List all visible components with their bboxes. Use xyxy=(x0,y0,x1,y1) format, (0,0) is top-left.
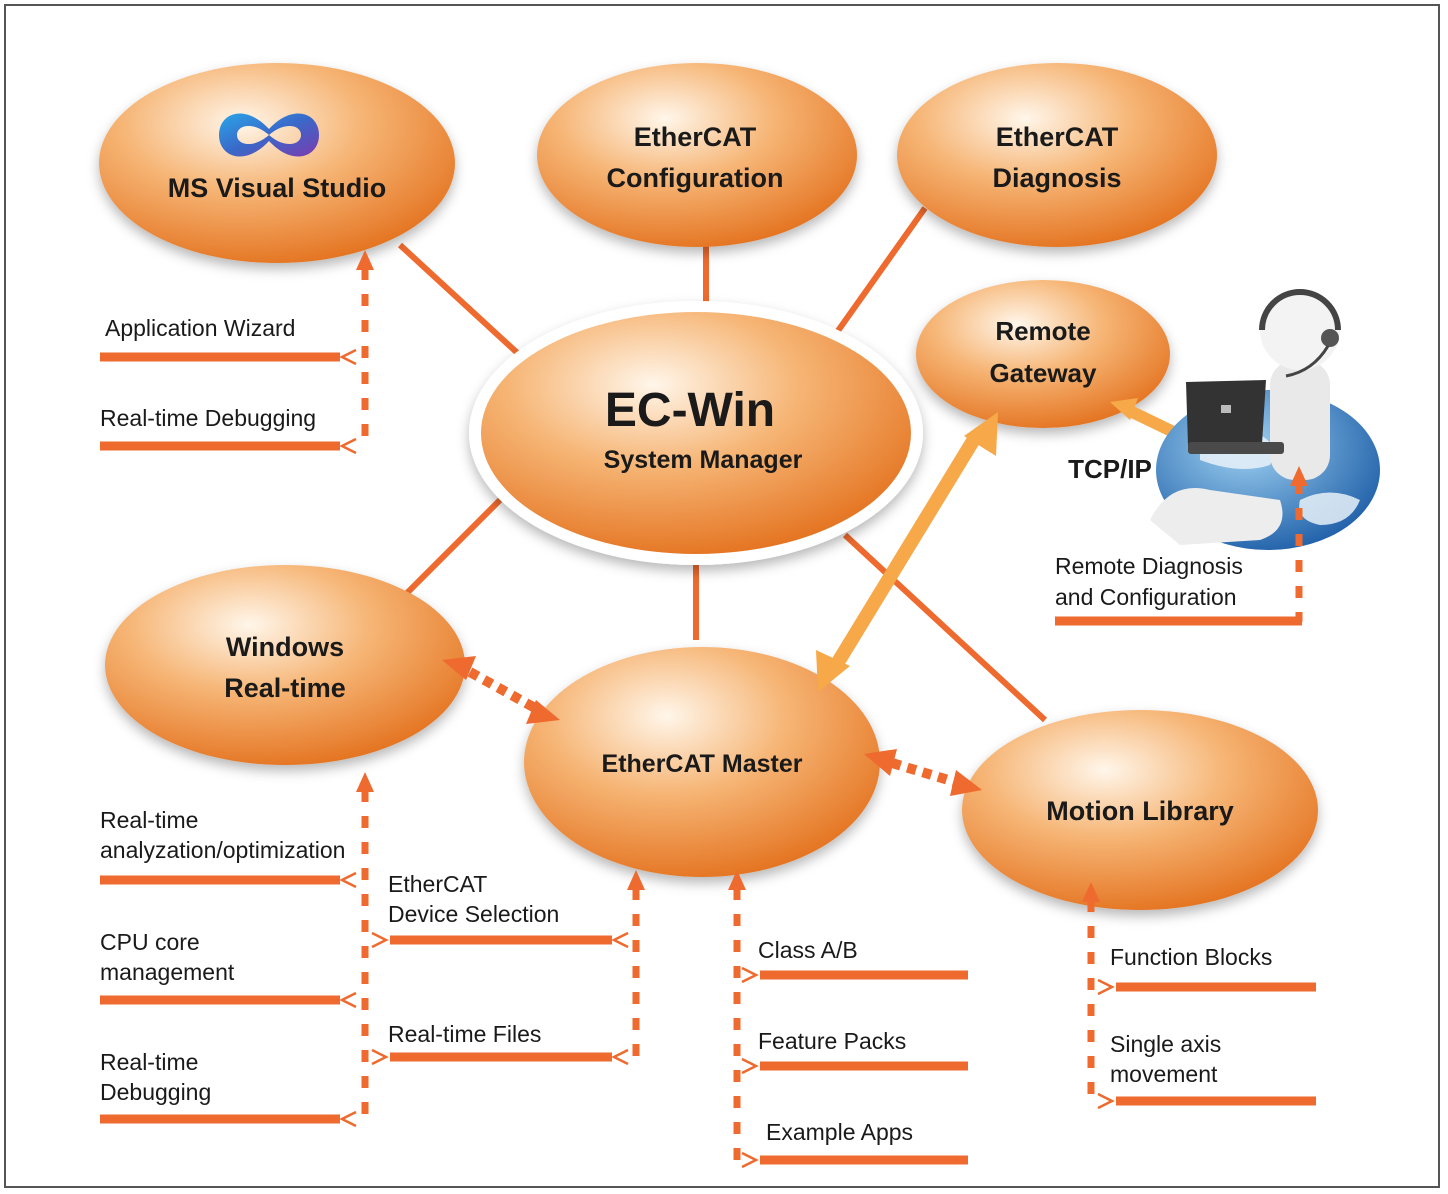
dashed-arrow-master-motion xyxy=(864,749,982,796)
node-ms-visual-studio[interactable] xyxy=(99,63,455,263)
feature-function-blocks: Function Blocks xyxy=(1110,944,1272,970)
node-ethercat-diagnosis[interactable] xyxy=(897,63,1217,247)
feature-cpu-core-line1: CPU core xyxy=(100,929,200,955)
motion-library-label: Motion Library xyxy=(1046,796,1234,826)
dashed-arrow-windows-master xyxy=(442,656,560,724)
feature-application-wizard: Application Wizard xyxy=(105,315,295,341)
ethercat-configuration-line1: EtherCAT xyxy=(634,122,757,152)
node-windows-realtime[interactable] xyxy=(105,565,465,765)
feature-example-apps: Example Apps xyxy=(766,1119,913,1145)
feature-realtime-debugging-vs: Real-time Debugging xyxy=(100,405,316,431)
visual-studio-logo-icon xyxy=(219,113,319,157)
ec-win-title: EC-Win xyxy=(605,384,775,437)
windows-realtime-line1: Windows xyxy=(226,632,344,662)
tcpip-label: TCP/IP xyxy=(1068,454,1152,484)
node-remote-gateway[interactable] xyxy=(916,280,1170,428)
feature-labels: Application Wizard Real-time Debugging R… xyxy=(100,315,1272,1145)
dashed-feed-arrowheads xyxy=(356,250,1308,902)
feature-class-ab: Class A/B xyxy=(758,937,858,963)
connector-windows-realtime xyxy=(397,497,503,603)
ethercat-diagnosis-line1: EtherCAT xyxy=(996,122,1119,152)
feature-realtime-analyzation-line2: analyzation/optimization xyxy=(100,837,345,863)
node-ethercat-master[interactable] xyxy=(524,647,880,877)
remote-gateway-line2: Gateway xyxy=(990,358,1097,388)
ec-win-subtitle: System Manager xyxy=(604,446,803,474)
connector-lines xyxy=(397,206,1048,723)
dashed-feed-lines xyxy=(361,268,1303,1166)
feature-device-selection-line1: EtherCAT xyxy=(388,871,487,897)
feature-single-axis-line1: Single axis xyxy=(1110,1031,1221,1057)
network-arrow-gateway-master xyxy=(816,412,998,692)
remote-user-icon xyxy=(1150,289,1380,550)
connector-ethercat-diagnosis xyxy=(832,206,928,337)
ethercat-configuration-line2: Configuration xyxy=(607,163,784,193)
feature-device-selection-line2: Device Selection xyxy=(388,901,559,927)
feature-bar-chevrons xyxy=(339,348,1115,1169)
connector-visual-studio xyxy=(397,242,528,363)
feature-realtime-debugging-line2: Debugging xyxy=(100,1079,211,1105)
feature-bars xyxy=(100,352,1316,1165)
diagram-frame xyxy=(4,4,1440,1188)
feature-single-axis-line2: movement xyxy=(1110,1061,1218,1087)
connector-motion-library xyxy=(842,532,1048,723)
feature-realtime-debugging-line1: Real-time xyxy=(100,1049,198,1075)
feature-remote-diagnosis-line1: Remote Diagnosis xyxy=(1055,553,1243,579)
feature-realtime-files: Real-time Files xyxy=(388,1021,541,1047)
ethercat-diagnosis-line2: Diagnosis xyxy=(992,163,1121,193)
feature-feature-packs: Feature Packs xyxy=(758,1028,906,1054)
remote-gateway-line1: Remote xyxy=(995,316,1090,346)
windows-realtime-line2: Real-time xyxy=(224,673,346,703)
feature-cpu-core-line2: management xyxy=(100,959,235,985)
ethercat-master-label: EtherCAT Master xyxy=(602,750,803,778)
node-ethercat-configuration[interactable] xyxy=(537,63,857,247)
node-ec-win[interactable] xyxy=(481,312,911,554)
feature-remote-diagnosis-line2: and Configuration xyxy=(1055,584,1237,610)
ms-visual-studio-label: MS Visual Studio xyxy=(168,173,387,203)
feature-realtime-analyzation-line1: Real-time xyxy=(100,807,198,833)
node-motion-library[interactable] xyxy=(962,710,1318,910)
